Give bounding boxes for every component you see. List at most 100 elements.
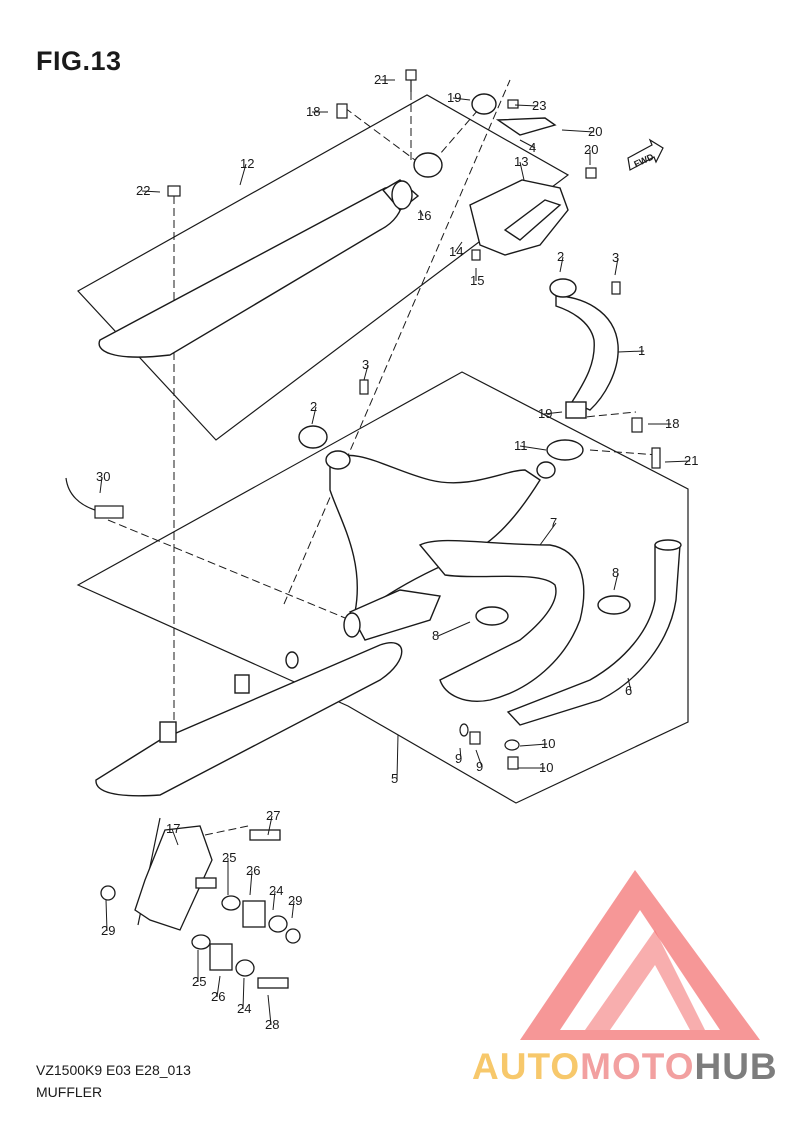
fasteners (167, 69, 661, 770)
callout-leader (267, 994, 272, 1026)
watermark-part-auto: AUTO (472, 1046, 581, 1087)
callout-leader (617, 350, 645, 353)
stand-bracket (100, 825, 301, 989)
callout-leader (363, 364, 369, 381)
callout-number: 21 (374, 72, 388, 87)
callout-leader (543, 411, 563, 415)
callout-number: 15 (470, 273, 484, 288)
fwd-arrow: FWD (627, 138, 664, 171)
callout-leader (519, 445, 547, 451)
muffler-group-frame (77, 94, 570, 441)
callout-leader (396, 734, 399, 780)
callout-number: 26 (211, 989, 225, 1004)
callout-number: 5 (391, 771, 398, 786)
heat-shield (469, 93, 569, 256)
callout-leader (454, 241, 463, 253)
callout-number: 22 (136, 183, 150, 198)
callout-number: 2 (310, 399, 317, 414)
callout-leader (242, 977, 245, 1010)
figure-title: FIG.13 (36, 46, 122, 76)
exhaust-pipe-front (549, 278, 619, 419)
callout-leader (561, 129, 595, 133)
callout-number: 10 (541, 736, 555, 751)
watermark-text: AUTOMOTOHUB (472, 1046, 778, 1088)
callout-number: 28 (265, 1017, 279, 1032)
watermark-logo (520, 870, 760, 1040)
callout-number: 2 (557, 249, 564, 264)
watermark-part-hub: HUB (694, 1046, 778, 1087)
callout-number: 25 (192, 974, 206, 989)
callout-leader (459, 747, 462, 760)
callout-number: 11 (514, 438, 528, 453)
main-group-frame (76, 371, 689, 804)
watermark-part-moto: MOTO (580, 1046, 695, 1087)
callout-leader (539, 522, 557, 546)
callout-number: 24 (269, 883, 283, 898)
callout-number: 9 (476, 759, 483, 774)
callout-number: 24 (237, 1001, 251, 1016)
callout-number: 19 (538, 406, 552, 421)
callout-leader (249, 870, 253, 896)
callout-leader (664, 460, 691, 463)
callout-number: 29 (288, 893, 302, 908)
callout-number: 29 (101, 923, 115, 938)
callout-leader (216, 975, 221, 998)
callout-number: 6 (625, 683, 632, 698)
callout-leader (291, 900, 295, 919)
callout-leader (614, 257, 619, 276)
callout-leader (239, 163, 247, 186)
callout-number: 14 (449, 244, 463, 259)
callout-number: 17 (166, 821, 180, 836)
diagram-name: MUFFLER (36, 1084, 103, 1100)
callout-number: 21 (684, 453, 698, 468)
callout-number: 19 (447, 90, 461, 105)
callout-leader (267, 815, 273, 836)
callout-leader (105, 899, 108, 932)
callout-leader (311, 406, 317, 425)
callout-number: 30 (96, 469, 110, 484)
callout-number: 16 (417, 208, 431, 223)
clamps (298, 425, 631, 626)
diagram-code: VZ1500K9 E03 E28_013 (36, 1062, 191, 1078)
callout-number: 13 (514, 154, 528, 169)
callout-number: 3 (362, 357, 369, 372)
callout-leader (272, 890, 276, 911)
callout-number: 1 (638, 343, 645, 358)
callout-number: 20 (588, 124, 602, 139)
callout-leader (437, 621, 471, 637)
callout-leader (613, 572, 619, 591)
callout-number: 8 (432, 628, 439, 643)
muffler-upper (98, 152, 443, 358)
callout-number: 27 (266, 808, 280, 823)
callout-leader (419, 209, 424, 217)
callout-number: 8 (612, 565, 619, 580)
callout-leader (475, 749, 483, 768)
callout-number: 26 (246, 863, 260, 878)
callout-number: 18 (306, 104, 320, 119)
callout-number: 4 (529, 140, 536, 155)
o2-sensor (65, 477, 124, 519)
exhaust-pipe-right (506, 539, 682, 726)
callout-leader (514, 104, 539, 107)
muffler-lower (95, 642, 403, 797)
callout-leader (141, 190, 161, 193)
callout-number: 25 (222, 850, 236, 865)
callout-leader (519, 139, 536, 149)
callout-number: 3 (612, 250, 619, 265)
callout-leader (171, 828, 179, 846)
callout-leader (559, 256, 564, 273)
callout-leader (452, 97, 471, 101)
callout-number: 10 (539, 760, 553, 775)
callout-leader (519, 743, 548, 747)
callout-number: 18 (665, 416, 679, 431)
callout-number: 9 (455, 751, 462, 766)
callout-leader (627, 677, 632, 692)
exhaust-pipe-rear (329, 454, 585, 702)
callout-number: 7 (550, 515, 557, 530)
callout-number: 23 (532, 98, 546, 113)
callout-number: 20 (584, 142, 598, 157)
callout-leader (519, 161, 525, 181)
callout-number: 12 (240, 156, 254, 171)
